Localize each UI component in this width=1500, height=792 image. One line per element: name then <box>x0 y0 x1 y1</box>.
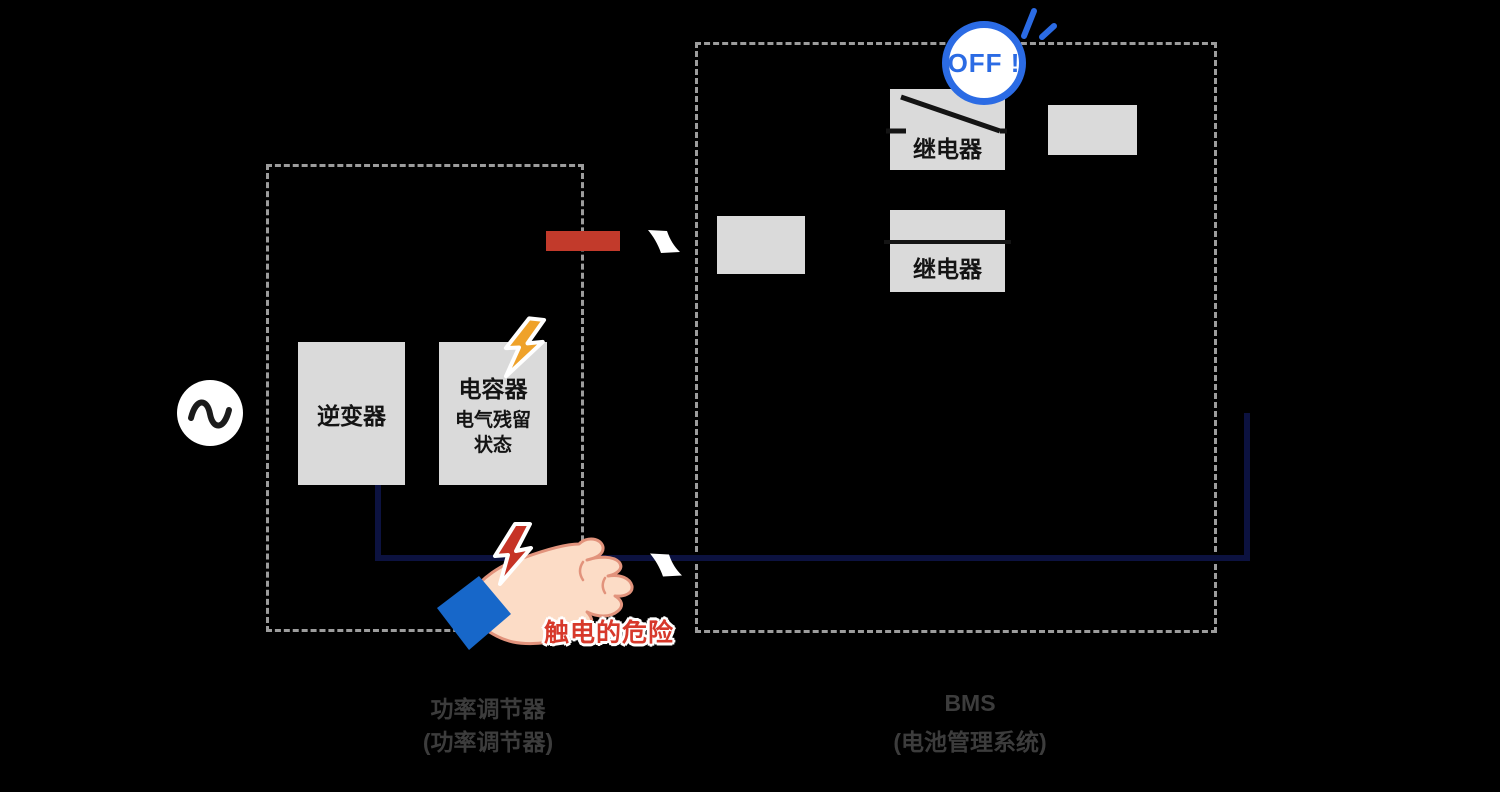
shock-warning-text: 触电的危险 <box>544 619 675 647</box>
sleeve <box>437 576 511 650</box>
sine-wave-icon <box>188 399 232 429</box>
bms-aux-box <box>1048 105 1137 155</box>
wire-cut-icon-bottom <box>650 553 682 577</box>
capacitor-subtitle-line2: 状态 <box>473 434 512 456</box>
wire-vertical-right <box>1244 413 1250 561</box>
relay-closed-switch-line <box>884 240 1011 244</box>
power-conditioner-caption-line1: 功率调节器 <box>430 696 546 722</box>
hand-shock-icon <box>437 522 634 650</box>
bms-caption-line1: BMS <box>944 690 996 716</box>
power-conditioner-caption-line2: (功率调节器) <box>422 729 554 755</box>
lightning-bolt-icon <box>503 316 547 379</box>
capacitor-box: 电容器 电气残留 状态 <box>439 342 547 485</box>
relay-open-switch-icon <box>886 94 1007 134</box>
finger-crease <box>578 560 585 582</box>
bms-connector-box <box>717 216 805 274</box>
finger-crease <box>601 576 607 595</box>
wire-cut-icon-top <box>648 230 680 253</box>
spark-lines-icon <box>1021 8 1057 40</box>
shock-bolt-icon <box>493 522 533 586</box>
relay-top-label: 继电器 <box>913 136 982 162</box>
power-conditioner-group-box <box>266 164 584 632</box>
off-badge: OFF ! <box>942 21 1026 105</box>
wire-vertical-left <box>375 485 381 561</box>
off-badge-label: OFF ! <box>947 47 1021 78</box>
blocked-wire-bar <box>546 231 620 251</box>
ac-source-icon <box>177 380 243 446</box>
bms-caption-line2: (电池管理系统) <box>893 729 1047 755</box>
relay-bottom-label: 继电器 <box>913 256 982 282</box>
inverter-label: 逆变器 <box>317 402 386 429</box>
capacitor-subtitle-line1: 电气残留 <box>454 409 531 431</box>
wire-horizontal-bottom <box>375 555 1250 561</box>
relay-bottom-box: 继电器 <box>890 210 1005 292</box>
inverter-box: 逆变器 <box>298 342 405 485</box>
capacitor-title: 电容器 <box>458 375 528 402</box>
